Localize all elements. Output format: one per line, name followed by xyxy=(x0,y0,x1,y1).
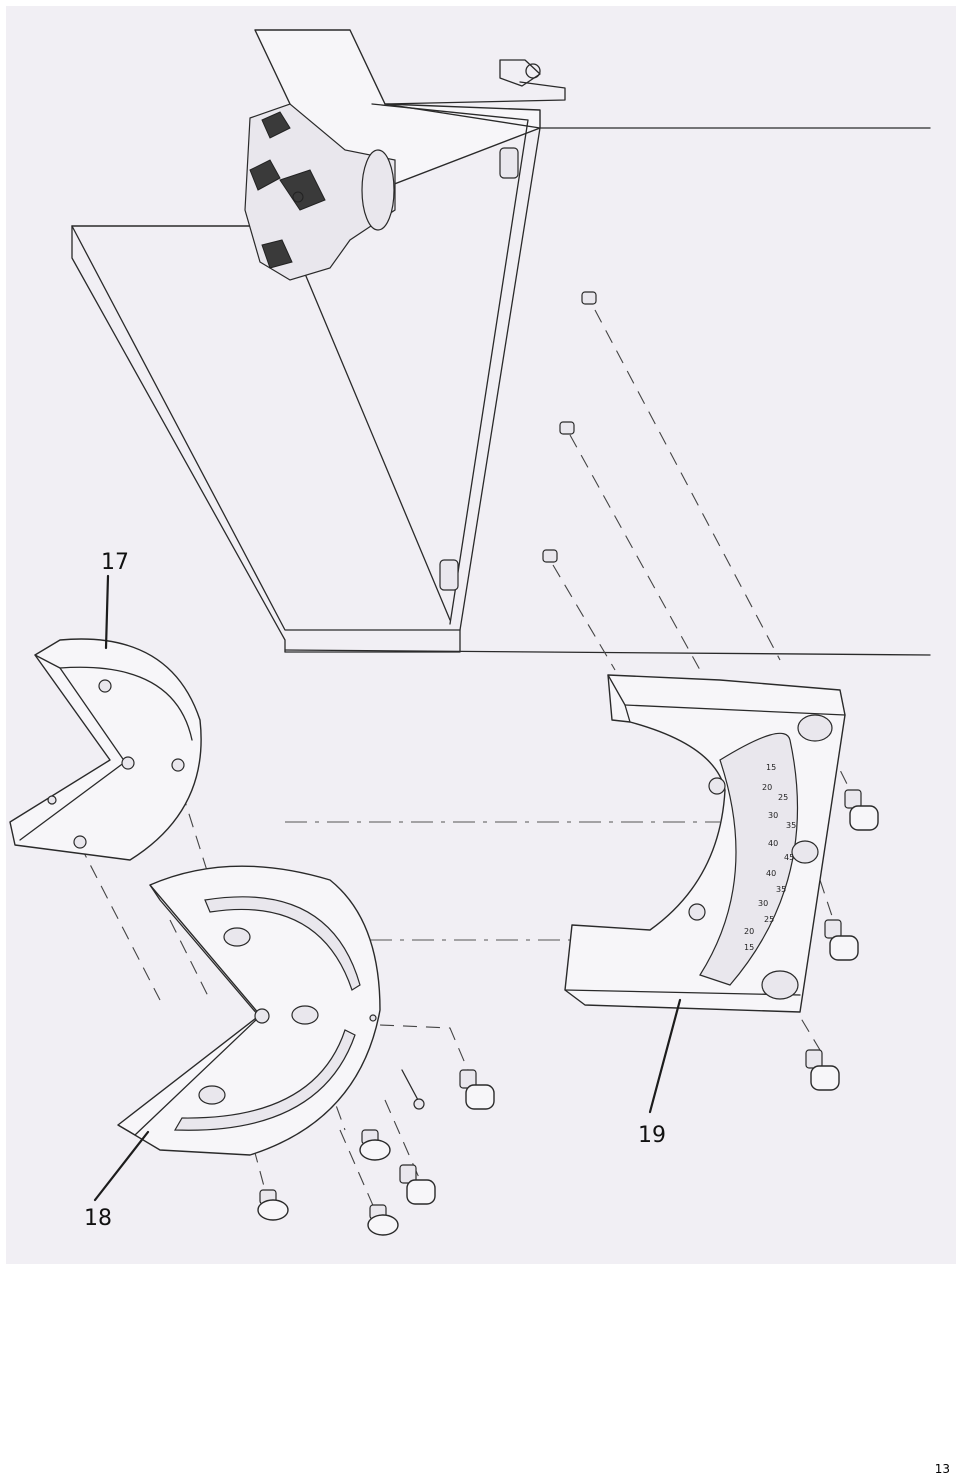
callout-17: 17 xyxy=(101,550,129,575)
screw-19b xyxy=(824,919,859,961)
scale-mark-8: 40 xyxy=(766,869,776,878)
screw-18b xyxy=(399,1164,436,1205)
screw-19a xyxy=(844,789,879,831)
scale-mark-10: 30 xyxy=(758,899,768,908)
scale-mark-12: 20 xyxy=(744,927,754,936)
scale-mark-9: 35 xyxy=(776,885,786,894)
pin-18 xyxy=(401,1069,425,1110)
screw-18a xyxy=(459,1069,495,1110)
leader-18 xyxy=(93,1130,150,1202)
set-screws xyxy=(542,291,597,563)
cutter-head xyxy=(244,103,396,281)
leader-19 xyxy=(648,998,682,1114)
exploded-assembly-drawing: 15 20 25 30 35 40 45 40 35 30 25 20 15 xyxy=(9,29,931,1236)
leader-lines xyxy=(93,574,682,1202)
scale-mark-1: 15 xyxy=(766,763,776,772)
scale-mark-5: 35 xyxy=(786,821,796,830)
screw-18c xyxy=(359,1129,391,1161)
cap-screws xyxy=(257,789,879,1236)
scale-mark-4: 30 xyxy=(768,811,778,820)
scale-mark-7: 45 xyxy=(784,853,794,862)
scanned-drawing-area: 15 20 25 30 35 40 45 40 35 30 25 20 15 xyxy=(6,6,956,1264)
part-18-slotted-plate xyxy=(117,865,381,1156)
screw-18e xyxy=(257,1189,289,1221)
callout-19: 19 xyxy=(638,1123,666,1148)
scale-mark-11: 25 xyxy=(764,915,774,924)
screw-18d xyxy=(367,1204,399,1236)
scale-mark-3: 25 xyxy=(778,793,788,802)
scale-mark-2: 20 xyxy=(762,783,772,792)
leader-17 xyxy=(104,574,110,650)
scale-mark-13: 15 xyxy=(744,943,754,952)
page-number: 13 xyxy=(934,1462,950,1476)
callout-18: 18 xyxy=(84,1206,112,1231)
fence-assembly xyxy=(71,29,931,656)
scale-mark-6: 40 xyxy=(768,839,778,848)
part-19-scale-bracket: 15 20 25 30 35 40 45 40 35 30 25 20 15 xyxy=(564,674,846,1013)
part-17-plate xyxy=(9,638,202,861)
screw-19c xyxy=(805,1049,840,1091)
